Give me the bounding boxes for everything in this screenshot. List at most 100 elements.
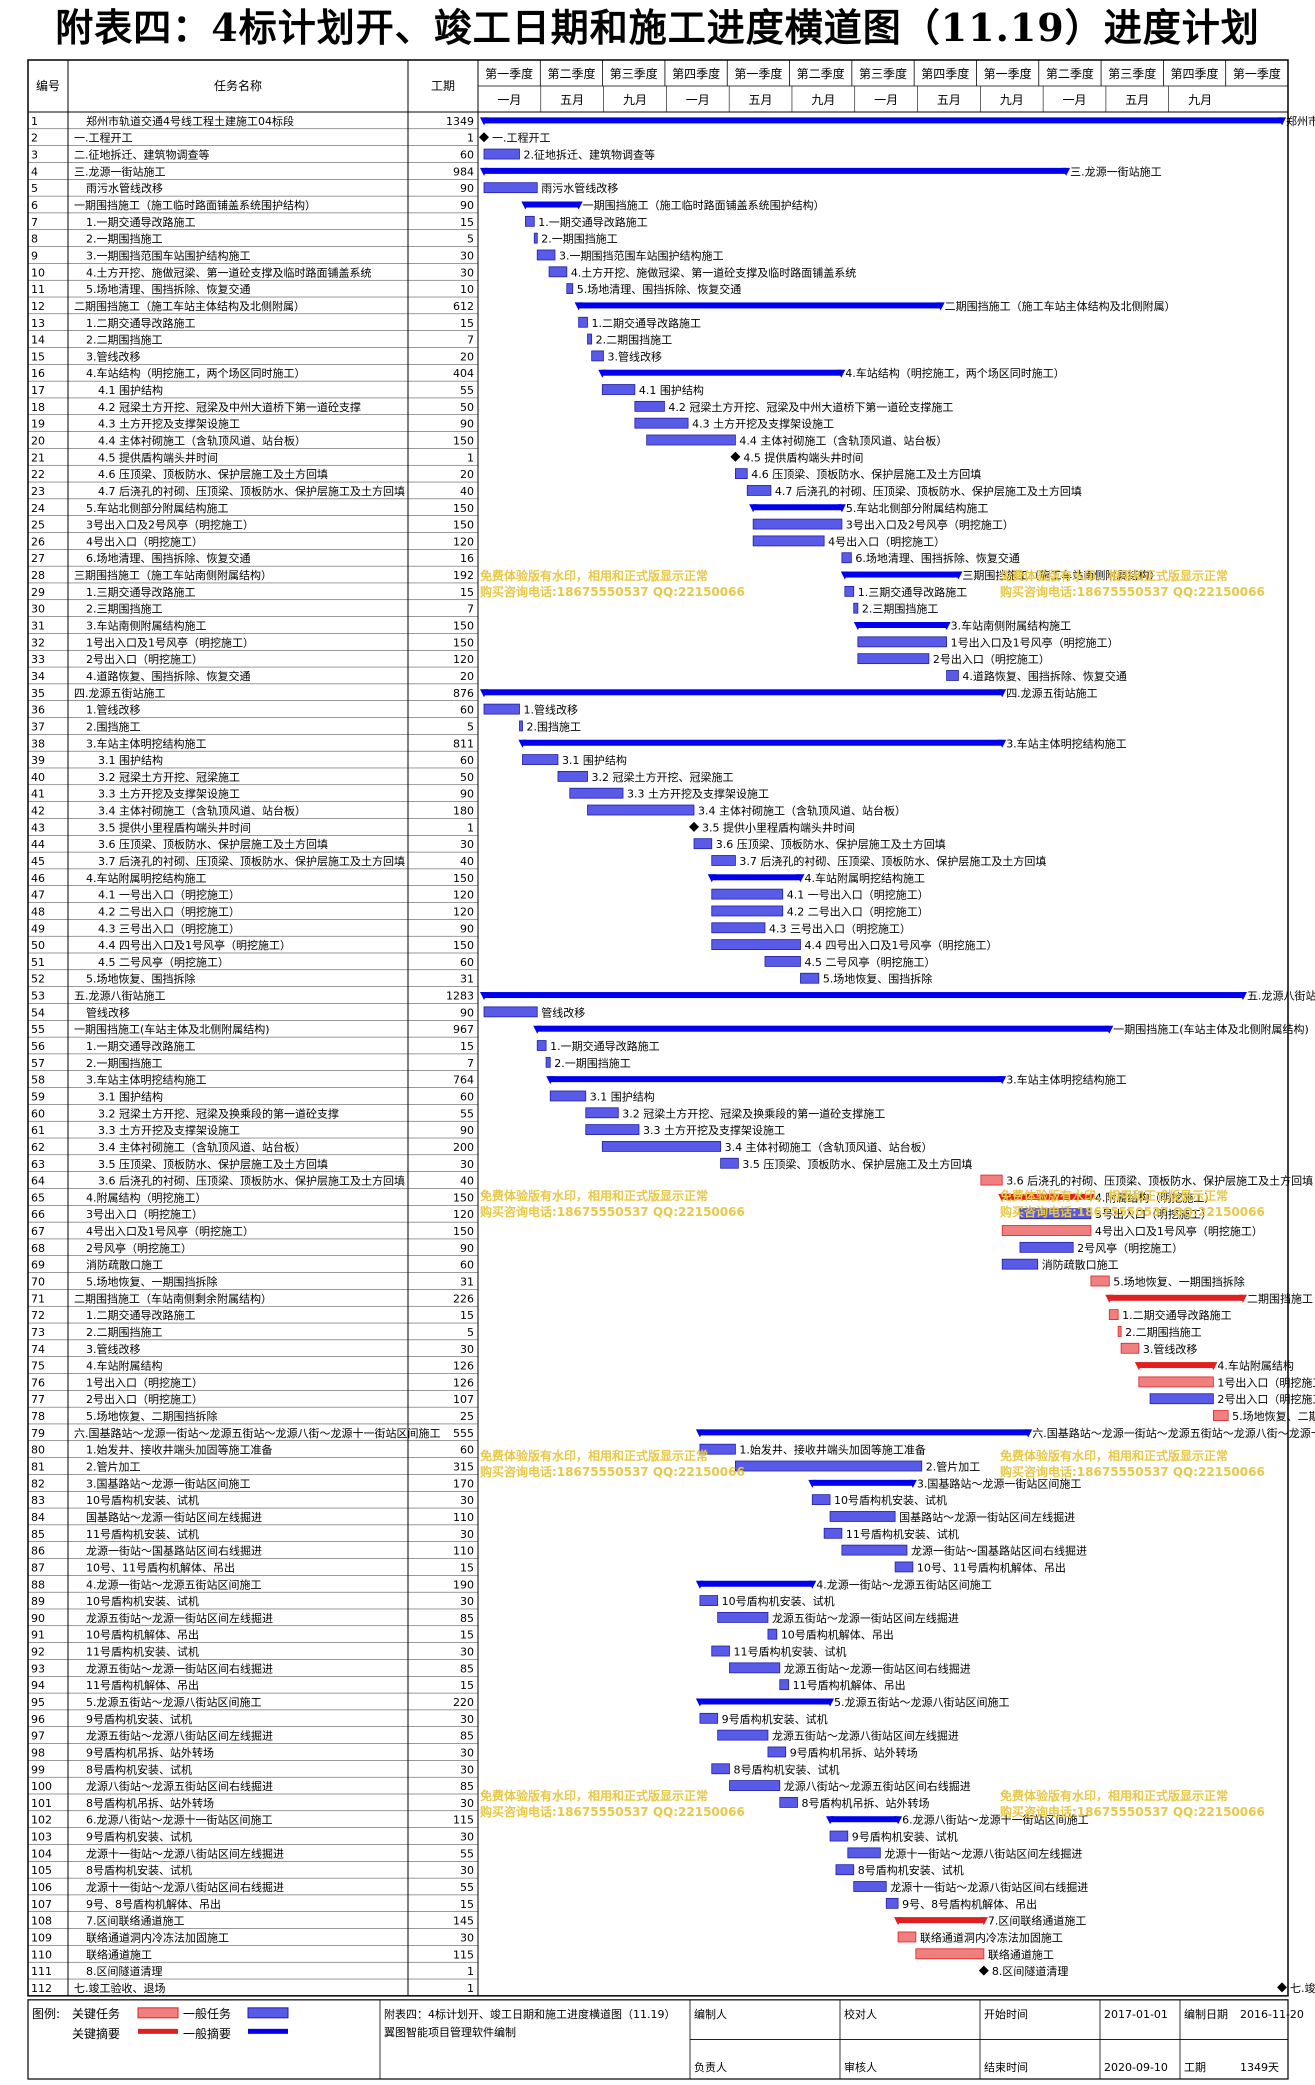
task-duration: 120 [453,905,474,918]
task-id: 77 [31,1393,45,1406]
task-id: 67 [31,1225,45,1238]
task-id: 75 [31,1360,45,1373]
task-id: 88 [31,1578,45,1591]
task-name: 3.国基路站～龙源一街站区间施工 [86,1476,251,1490]
quarter-label: 第四季度 [921,66,969,81]
footer-proofreader: 校对人 [844,2007,877,2021]
bar-label: 5.龙源五街站～龙源八街站区间施工 [834,1695,1010,1709]
task-bar [811,1494,831,1506]
task-bar [857,653,930,665]
bar-label: 3.6 后浇孔的衬砌、压顶梁、顶板防水、保护层施工及土方回填 [1006,1174,1313,1188]
summary-bar [550,1076,1003,1083]
watermark-line: 购买咨询电话:18675550537 QQ:22150066 [480,1464,745,1479]
task-name: 龙源十一街站～龙源八街站区间右线掘进 [86,1880,284,1894]
bar-label: 龙源十一街站～龙源八街站区间左线掘进 [884,1846,1082,1860]
task-bar [729,1780,781,1791]
task-name: 1.一期交通导改路施工 [86,1039,196,1053]
task-name: 4.2 冠梁土方开挖、冠梁及中州大道桥下第一道砼支撑 [98,400,361,414]
header-duration: 工期 [431,79,455,93]
bar-label: 6.龙源八街站～龙源十一街站区间施工 [902,1813,1088,1827]
bar-label: 4.2 冠梁土方开挖、冠梁及中州大道桥下第一道砼支撑施工 [668,400,953,414]
summary-cap-left [1134,1362,1143,1371]
summary-cap-right [808,1580,817,1589]
task-name: 2.二期围挡施工 [86,333,163,347]
task-duration: 20 [460,350,474,363]
bar-label: 10号、11号盾构机解体、吊出 [917,1560,1066,1574]
task-name: 10号、11号盾构机解体、吊出 [86,1560,235,1574]
task-id: 39 [31,754,45,767]
bar-label: 管线改移 [541,1005,585,1019]
task-name: 9号盾构机吊拆、站外转场 [86,1745,214,1759]
task-name: 10号盾构机解体、吊出 [86,1628,199,1642]
summary-bar [699,1698,831,1705]
bar-label: 3.一期围挡范围车站围护结构施工 [559,248,724,262]
task-id: 100 [31,1780,52,1793]
task-id: 82 [31,1477,45,1490]
task-duration: 85 [460,1662,474,1675]
task-duration: 30 [460,266,474,279]
task-bar [591,350,604,362]
task-bar [646,434,736,446]
task-id: 85 [31,1528,45,1541]
bar-label: 一期围挡施工(车站主体及北侧附属结构) [1113,1022,1309,1036]
task-bar [823,1527,843,1539]
bar-label: 消防疏散口施工 [1042,1258,1119,1272]
legend-swatch-task [247,2007,289,2019]
task-bar [587,333,593,345]
task-bar [536,1040,547,1051]
summary-cap-right [837,504,846,513]
task-duration: 60 [460,149,474,162]
task-duration: 85 [460,1612,474,1625]
task-id: 9 [31,249,38,262]
watermark-line: 免费体验版有水印，相用和正式版显示正常 [480,1788,708,1803]
task-name: 龙源五街站～龙源一街站区间左线掘进 [86,1611,273,1625]
task-bar [483,182,538,194]
task-duration: 15 [460,1561,474,1574]
task-bar [549,1090,587,1102]
month-label: 一月 [497,93,521,107]
task-bar [483,703,520,715]
task-id: 81 [31,1461,45,1474]
task-duration: 90 [460,1006,474,1019]
task-id: 21 [31,451,45,464]
task-duration: 90 [460,788,474,801]
bar-label: 4.附属结构（明挖施工） [1095,1190,1216,1204]
task-id: 110 [31,1948,52,1961]
task-id: 11 [31,283,45,296]
task-duration: 40 [460,485,474,498]
task-bar [693,838,713,850]
task-bar [752,518,843,530]
task-name: 一.工程开工 [74,132,133,145]
footer-end: 2020-09-10 [1104,2061,1168,2074]
watermark-line: 免费体验版有水印，相用和正式版显示正常 [1000,1788,1228,1803]
task-name: 四.龙源五街站施工 [74,686,166,700]
bar-label: 一期围挡施工（施工临时路面铺盖系统围护结构） [583,198,825,212]
task-id: 20 [31,434,45,447]
task-id: 26 [31,535,45,548]
task-bar [699,1443,736,1455]
task-name: 4.龙源一街站～龙源五街站区间施工 [86,1577,262,1591]
summary-cap-right [1238,1294,1247,1303]
task-duration: 876 [453,687,474,700]
task-duration: 16 [460,552,474,565]
task-id: 41 [31,788,45,801]
task-id: 34 [31,670,45,683]
summary-cap-left [998,1193,1007,1202]
task-duration: 315 [453,1461,474,1474]
task-duration: 15 [460,216,474,229]
bar-label: 2.管片加工 [926,1460,981,1474]
task-name: 二.征地拆迁、建筑物调查等 [74,148,210,162]
task-id: 70 [31,1275,45,1288]
quarter-label: 第一季度 [984,66,1032,81]
summary-cap-left [518,739,527,748]
legend-general-task: 一般任务 [183,2006,231,2021]
task-bar [545,1056,551,1068]
bar-label: 2.二期围挡施工 [1125,1325,1202,1339]
task-id: 18 [31,401,45,414]
bar-label: 四.龙源五街站施工 [1006,686,1098,700]
bar-label: 11号盾构机解体、吊出 [793,1678,906,1692]
summary-cap-right [998,689,1007,698]
task-duration: 30 [460,1797,474,1810]
bar-label: 8号盾构机安装、试机 [858,1863,964,1877]
task-bar [835,1864,855,1876]
